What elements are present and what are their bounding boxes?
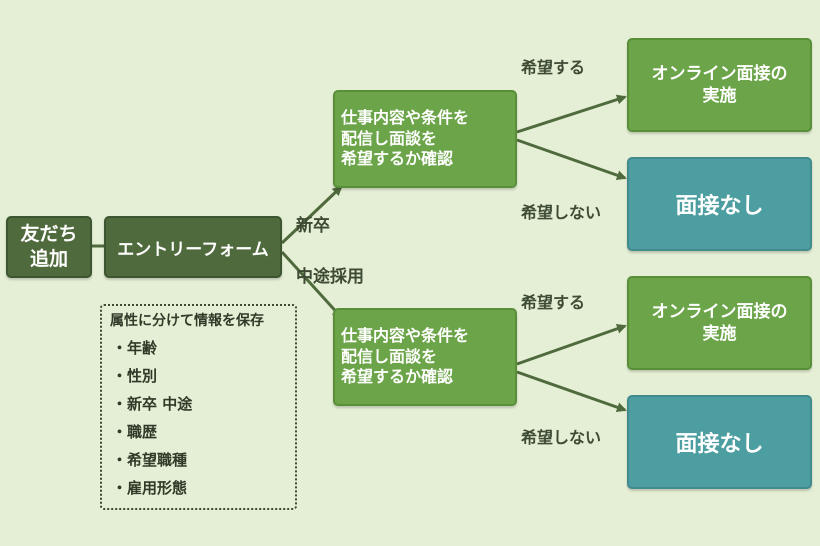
attribute-item: 雇用形態	[110, 474, 295, 502]
job-info-node-new-grad: 仕事内容や条件を 配信し面談を 希望するか確認	[333, 90, 517, 188]
no-interview-node-new-grad: 面接なし	[627, 157, 812, 251]
no-interview-node-mid-career: 面接なし	[627, 395, 812, 489]
arrow-mid-career	[280, 250, 343, 319]
arrow-top-wish-yes	[516, 94, 627, 134]
attribute-item: 新卒 中途	[110, 390, 295, 418]
online-interview-node-mid-career: オンライン面接の 実施	[627, 276, 812, 370]
add-friend-node: 友だち 追加	[6, 216, 92, 278]
info-box-title: 属性に分けて情報を保存	[110, 313, 264, 329]
arrow-bottom-wish-no	[516, 370, 627, 413]
online-interview-node-new-grad: オンライン面接の 実施	[627, 38, 812, 132]
branch-label-bottom-wish-yes: 希望する	[521, 293, 586, 312]
arrow-new-grad	[280, 185, 343, 245]
attribute-item: 年齢	[110, 334, 295, 362]
attribute-item: 性別	[110, 362, 295, 390]
branch-label-top-wish-no: 希望しない	[521, 203, 602, 222]
branch-label-top-wish-yes: 希望する	[521, 58, 586, 77]
branch-label-mid-career: 中途採用	[296, 267, 364, 287]
branch-label-new-grad: 新卒	[296, 216, 330, 236]
branch-label-bottom-wish-no: 希望しない	[521, 428, 602, 447]
arrow-bottom-wish-yes	[516, 323, 627, 366]
attribute-item: 希望職種	[110, 446, 295, 474]
job-info-node-mid-career: 仕事内容や条件を 配信し面談を 希望するか確認	[333, 308, 517, 406]
arrow-top-wish-no	[516, 138, 627, 181]
entry-form-node: エントリーフォーム	[104, 216, 282, 278]
attribute-item: 職歴	[110, 418, 295, 446]
attribute-info-box: 属性に分けて情報を保存 年齢 性別 新卒 中途 職歴 希望職種 雇用形態	[100, 304, 297, 510]
attribute-list: 年齢 性別 新卒 中途 職歴 希望職種 雇用形態	[110, 334, 295, 502]
